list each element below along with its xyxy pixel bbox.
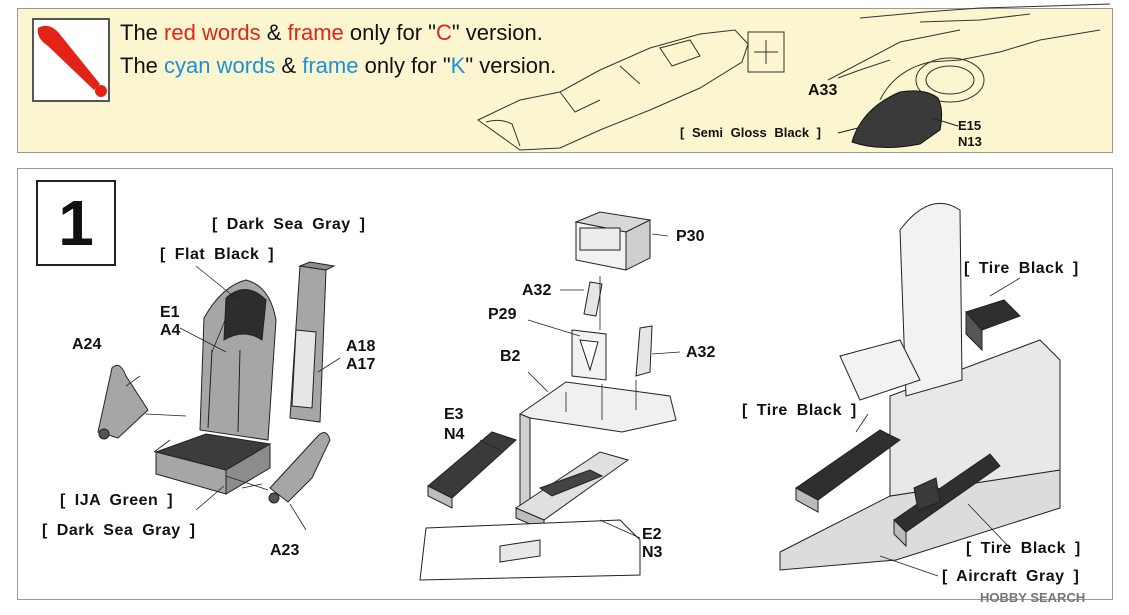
label-p30: P30 — [676, 228, 705, 245]
label-a24: A24 — [72, 336, 102, 353]
paint-tire-black-2: [ Tire Black ] — [742, 402, 857, 419]
label-e1: E1 — [160, 304, 180, 321]
watermark: HOBBY SEARCH — [980, 590, 1086, 605]
paint-ija-green: [ IJA Green ] — [60, 492, 174, 509]
paint-dark-sea-gray-bottom: [ Dark Sea Gray ] — [42, 522, 196, 539]
paint-tire-black-1: [ Tire Black ] — [964, 260, 1079, 277]
label-a17: A17 — [346, 356, 376, 373]
paint-aircraft-gray: [ Aircraft Gray ] — [942, 568, 1080, 585]
label-n4: N4 — [444, 426, 465, 443]
note-line-c: The red words & frame only for "C" versi… — [120, 20, 543, 45]
fuselage-drawing — [477, 3, 1111, 151]
label-n3: N3 — [642, 544, 663, 561]
label-a33: A33 — [808, 82, 838, 99]
paint-semi-gloss-black: [ Semi Gloss Black ] — [680, 125, 821, 140]
note-line-k: The cyan words & frame only for "K" vers… — [120, 53, 557, 78]
label-a32-right: A32 — [686, 344, 716, 361]
label-p29: P29 — [488, 306, 517, 323]
label-b2: B2 — [500, 348, 521, 365]
label-a18: A18 — [346, 338, 376, 355]
label-e15: E15 — [958, 118, 982, 133]
label-e3: E3 — [444, 406, 464, 423]
step-number: 1 — [36, 180, 116, 266]
label-a23: A23 — [270, 542, 300, 559]
label-a32-top: A32 — [522, 282, 552, 299]
label-a4: A4 — [160, 322, 181, 339]
label-e2: E2 — [642, 526, 662, 543]
paint-tire-black-3: [ Tire Black ] — [966, 540, 1081, 557]
paint-dark-sea-gray-top: [ Dark Sea Gray ] — [212, 216, 366, 233]
warning-box — [32, 18, 110, 102]
exclamation-icon — [37, 25, 107, 97]
label-n13: N13 — [958, 134, 982, 149]
paint-flat-black: [ Flat Black ] — [160, 246, 275, 263]
